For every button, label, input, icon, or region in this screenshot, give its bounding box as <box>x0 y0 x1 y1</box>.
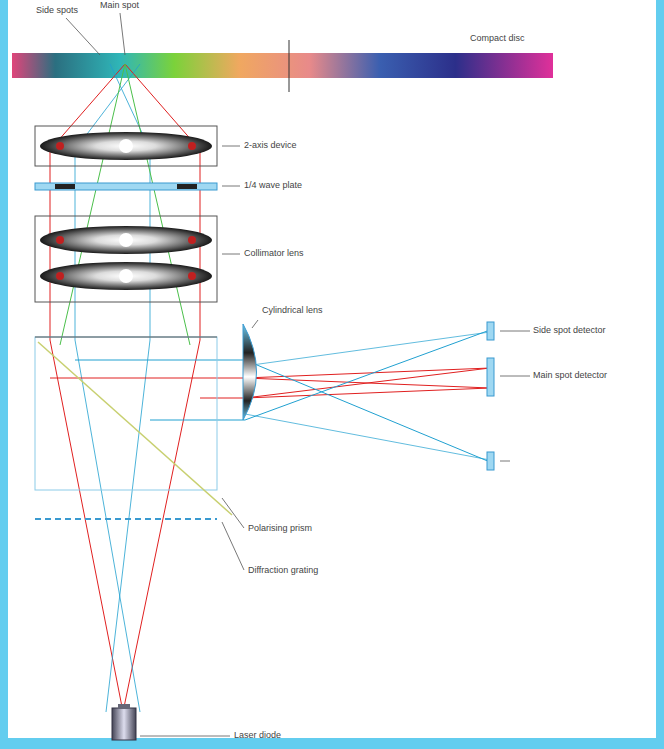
part-label: Laser diode <box>234 731 281 741</box>
side-spots-label: Side spots <box>36 6 78 16</box>
detector-label: Main spot detector <box>533 371 607 381</box>
detector-label: Side spot detector <box>533 326 606 336</box>
compact-disc-label: Compact disc <box>470 34 525 44</box>
part-label: 2-axis device <box>244 141 297 151</box>
part-label: Polarising prism <box>248 524 312 534</box>
part-label: 1/4 wave plate <box>244 181 302 191</box>
part-label: Cylindrical lens <box>262 306 323 316</box>
part-label: Collimator lens <box>244 249 304 259</box>
main-spot-label: Main spot <box>100 1 139 11</box>
part-label: Diffraction grating <box>248 566 318 576</box>
